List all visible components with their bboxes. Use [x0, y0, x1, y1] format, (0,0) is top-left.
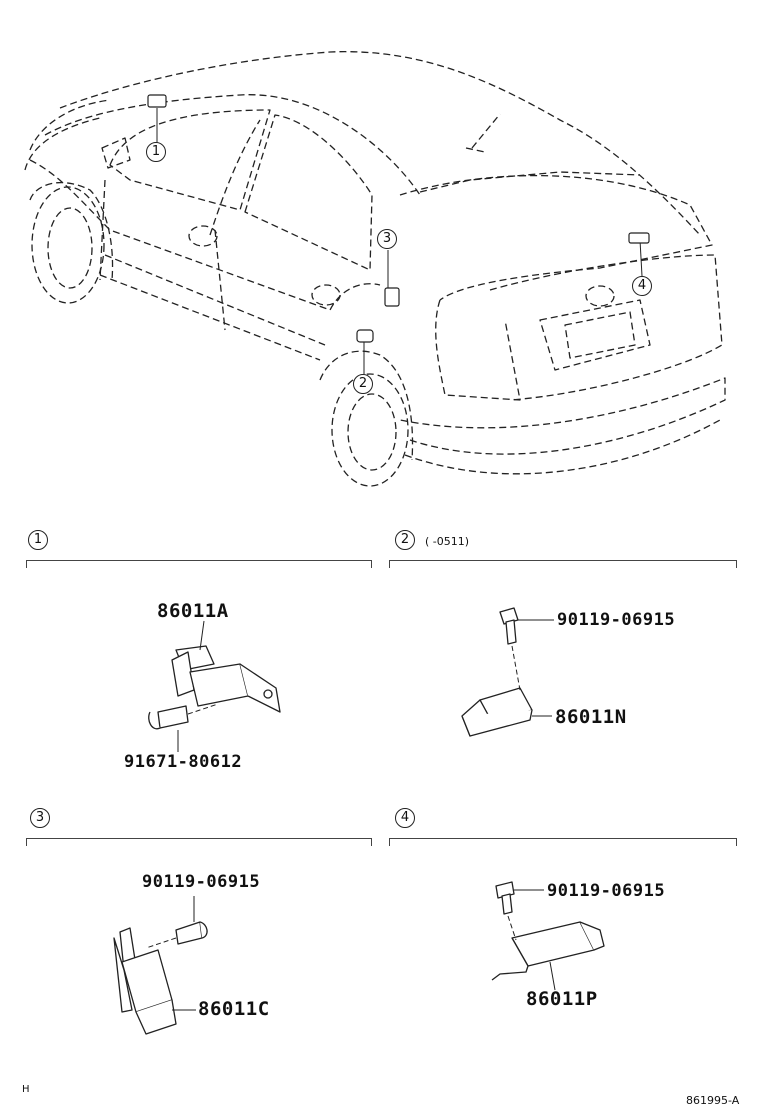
overview-callout-2: 2: [353, 374, 373, 394]
overview-callout-4: 4: [632, 276, 652, 296]
section-1-divider: [26, 560, 372, 561]
figure-id: 861995-A: [686, 1094, 740, 1107]
part-number-90119-06915-s4: 90119-06915: [547, 881, 666, 901]
car-overview-drawing: [24, 51, 726, 487]
part-number-90119-06915-s3: 90119-06915: [142, 872, 261, 892]
section-2-number: 2: [395, 530, 415, 550]
section-4-number: 4: [395, 808, 415, 828]
footer-left-mark: H: [22, 1084, 30, 1095]
section-4-divider: [389, 838, 737, 839]
part-number-90119-06915-s2: 90119-06915: [557, 610, 676, 630]
section-1-number: 1: [28, 530, 48, 550]
overview-callout-1: 1: [146, 142, 166, 162]
section-3-number: 3: [30, 808, 50, 828]
part-number-86011N: 86011N: [555, 706, 627, 728]
part-number-86011C: 86011C: [198, 998, 270, 1020]
section-2-divider: [389, 560, 737, 561]
overview-callout-3: 3: [377, 229, 397, 249]
section-2-date-note: ( -0511): [425, 535, 470, 548]
part-number-86011P: 86011P: [526, 988, 598, 1010]
section-3-divider: [26, 838, 372, 839]
part-number-86011A: 86011A: [157, 600, 229, 622]
part-number-91671-80612: 91671-80612: [124, 752, 243, 772]
